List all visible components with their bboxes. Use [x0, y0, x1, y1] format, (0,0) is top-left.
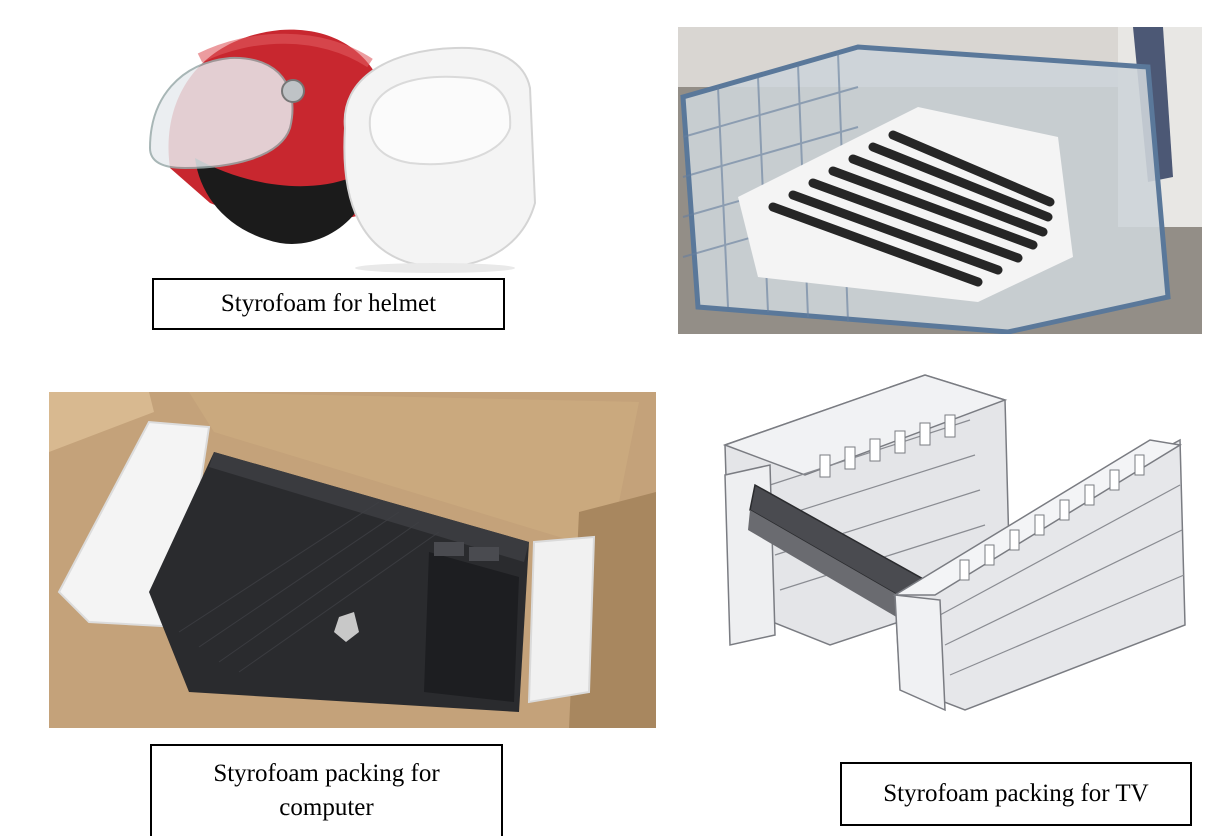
helmet-photo — [140, 18, 545, 276]
computer-box-photo — [49, 392, 656, 728]
helmet-caption-text: Styrofoam for helmet — [220, 290, 437, 317]
helmet-caption: Styrofoam for helmet — [152, 278, 505, 330]
crate-photo — [678, 27, 1202, 334]
tv-caption: Styrofoam packing for TV — [840, 762, 1192, 826]
computer-caption-line1: Styrofoam packing for — [213, 760, 440, 787]
computer-caption: Styrofoam packing for computer — [150, 744, 503, 836]
tv-packing-render — [710, 345, 1202, 725]
computer-caption-line2: computer — [279, 794, 374, 821]
tv-caption-text: Styrofoam packing for TV — [883, 780, 1149, 807]
